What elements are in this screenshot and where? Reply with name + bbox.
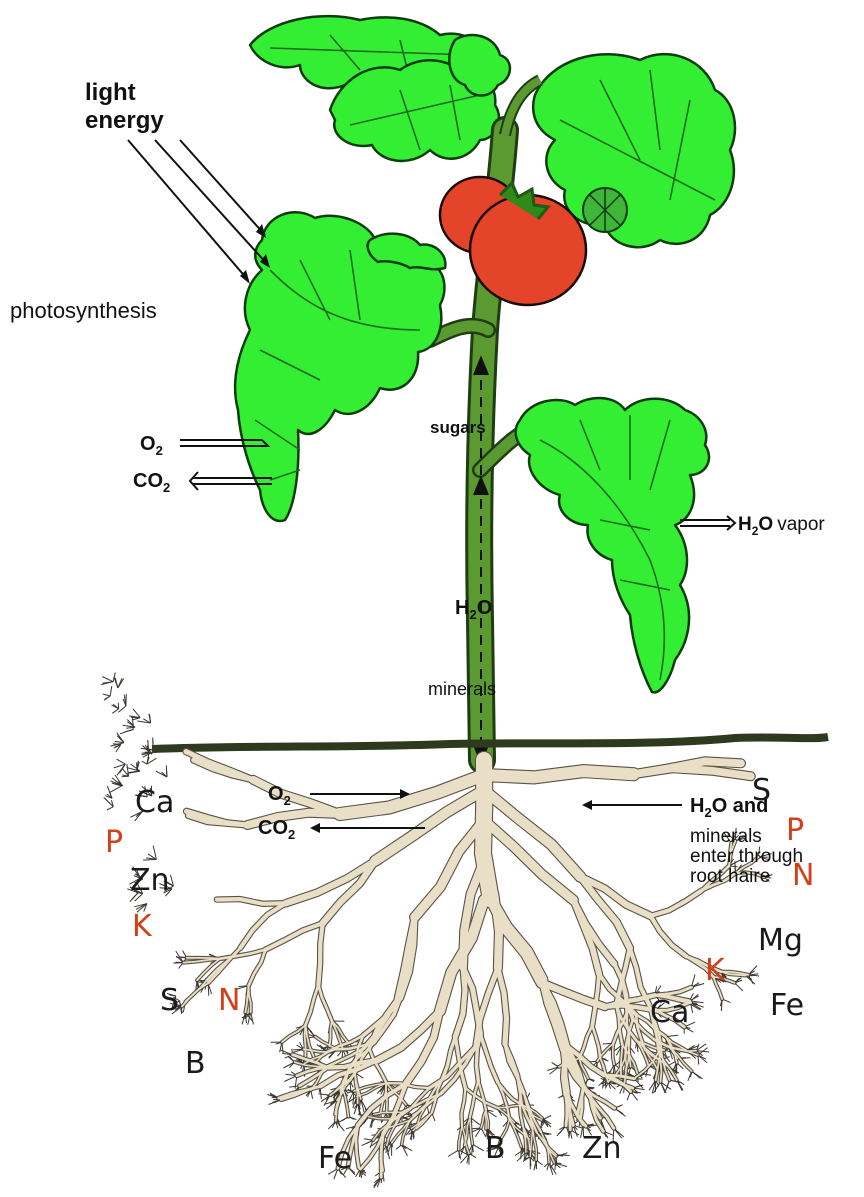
root-branch [282,1025,306,1042]
root-branch [187,958,220,959]
root-hair [118,706,126,712]
root-hair [110,786,122,793]
nutrient-b-bottom: B [485,1131,506,1166]
root-hair [536,1160,542,1165]
nutrient-ca-right: Ca [650,995,689,1030]
photosynthesis-label: photosynthesis [10,298,157,323]
root-minerals-label: minerals [690,826,762,847]
root-hair [328,1121,336,1129]
root-branch [579,1026,592,1059]
root-hair [542,1120,543,1126]
root-hairs-label: root haire [690,866,770,887]
root-branch [194,760,253,780]
root-hair [552,1062,559,1067]
nutrient-p-left: P [105,825,123,860]
root-branch [305,1025,306,1056]
nutrient-k-right: K [705,953,726,988]
root-hair [129,771,140,772]
root-hair [176,957,186,958]
root-enter-label: enter through [690,846,803,867]
root-branch [323,861,375,923]
root-hair [283,1062,294,1068]
root-branch [484,771,633,777]
root-branch [566,1095,567,1126]
root-hair [469,1154,476,1158]
root-hair [251,1012,254,1024]
root-hair [748,966,757,975]
leaf-co2-label: CO2 [133,470,170,495]
nutrient-s-left: S [160,983,179,1018]
root-hair [142,761,147,764]
root-hair [473,1144,484,1151]
tomatoes [440,177,627,305]
root-hair [557,1126,566,1136]
root-hair [448,1150,459,1157]
root-hair [269,1100,282,1105]
root-branch [505,1044,524,1094]
nutrient-zn-left: Zn [130,863,170,898]
root-hair [396,1145,402,1150]
root-hair [117,759,126,764]
root-hair [342,1117,349,1121]
light-energy-label-line1: light [85,79,136,106]
sugars-label: sugars [430,418,486,437]
nutrient-zn-bottom: Zn [582,1131,622,1166]
leaf-o2-label: O2 [140,433,163,458]
root-branch [306,985,319,1025]
root-branch [480,1034,497,1082]
root-branch [253,780,340,814]
root-hair [120,730,133,734]
nutrient-k-left: K [132,909,153,944]
root-hair [284,1076,297,1082]
nutrient-fe-left: Fe [318,1141,352,1176]
root-hair [103,694,110,696]
soil-nutrients-left: Ca P Zn K S N B Fe [105,785,352,1176]
root-branch [318,985,332,1021]
nutrient-fe-right: Fe [770,988,804,1023]
root-hair [615,1108,626,1116]
nutrient-p-right: P [786,813,804,848]
root-hair [105,696,110,699]
root-hair [112,709,118,714]
root-hair [183,951,187,958]
nutrient-ca-left: Ca [135,785,174,820]
light-energy-label-line2: energy [85,107,164,134]
root-o2-label: O2 [268,783,291,808]
nutrient-b-left: B [185,1046,206,1081]
root-branch [651,916,687,956]
root-branch [478,1081,486,1110]
root-hair [102,677,113,682]
root-hair [290,1057,295,1062]
root-branch [406,1011,440,1084]
minerals-label: minerals [428,679,496,699]
right-leaf [516,398,709,692]
root-hair [208,983,209,996]
root-hair [722,999,730,1003]
root-branch [563,1045,566,1095]
root-hair [735,983,743,991]
root-hair [361,1099,364,1112]
root-hair [150,715,151,723]
root-hair [692,1071,701,1078]
root-branch [266,923,323,949]
nutrient-n-right: N [792,858,814,893]
root-hair [126,727,135,728]
nutrient-n-left: N [218,983,240,1018]
root-hair [107,807,113,810]
root-hair [293,1049,303,1050]
nutrient-mg-right: Mg [758,923,803,958]
root-branch [217,899,286,904]
root-hair [110,686,112,696]
root-co2-label: CO2 [258,817,295,842]
nutrient-s-right: S [752,773,771,808]
